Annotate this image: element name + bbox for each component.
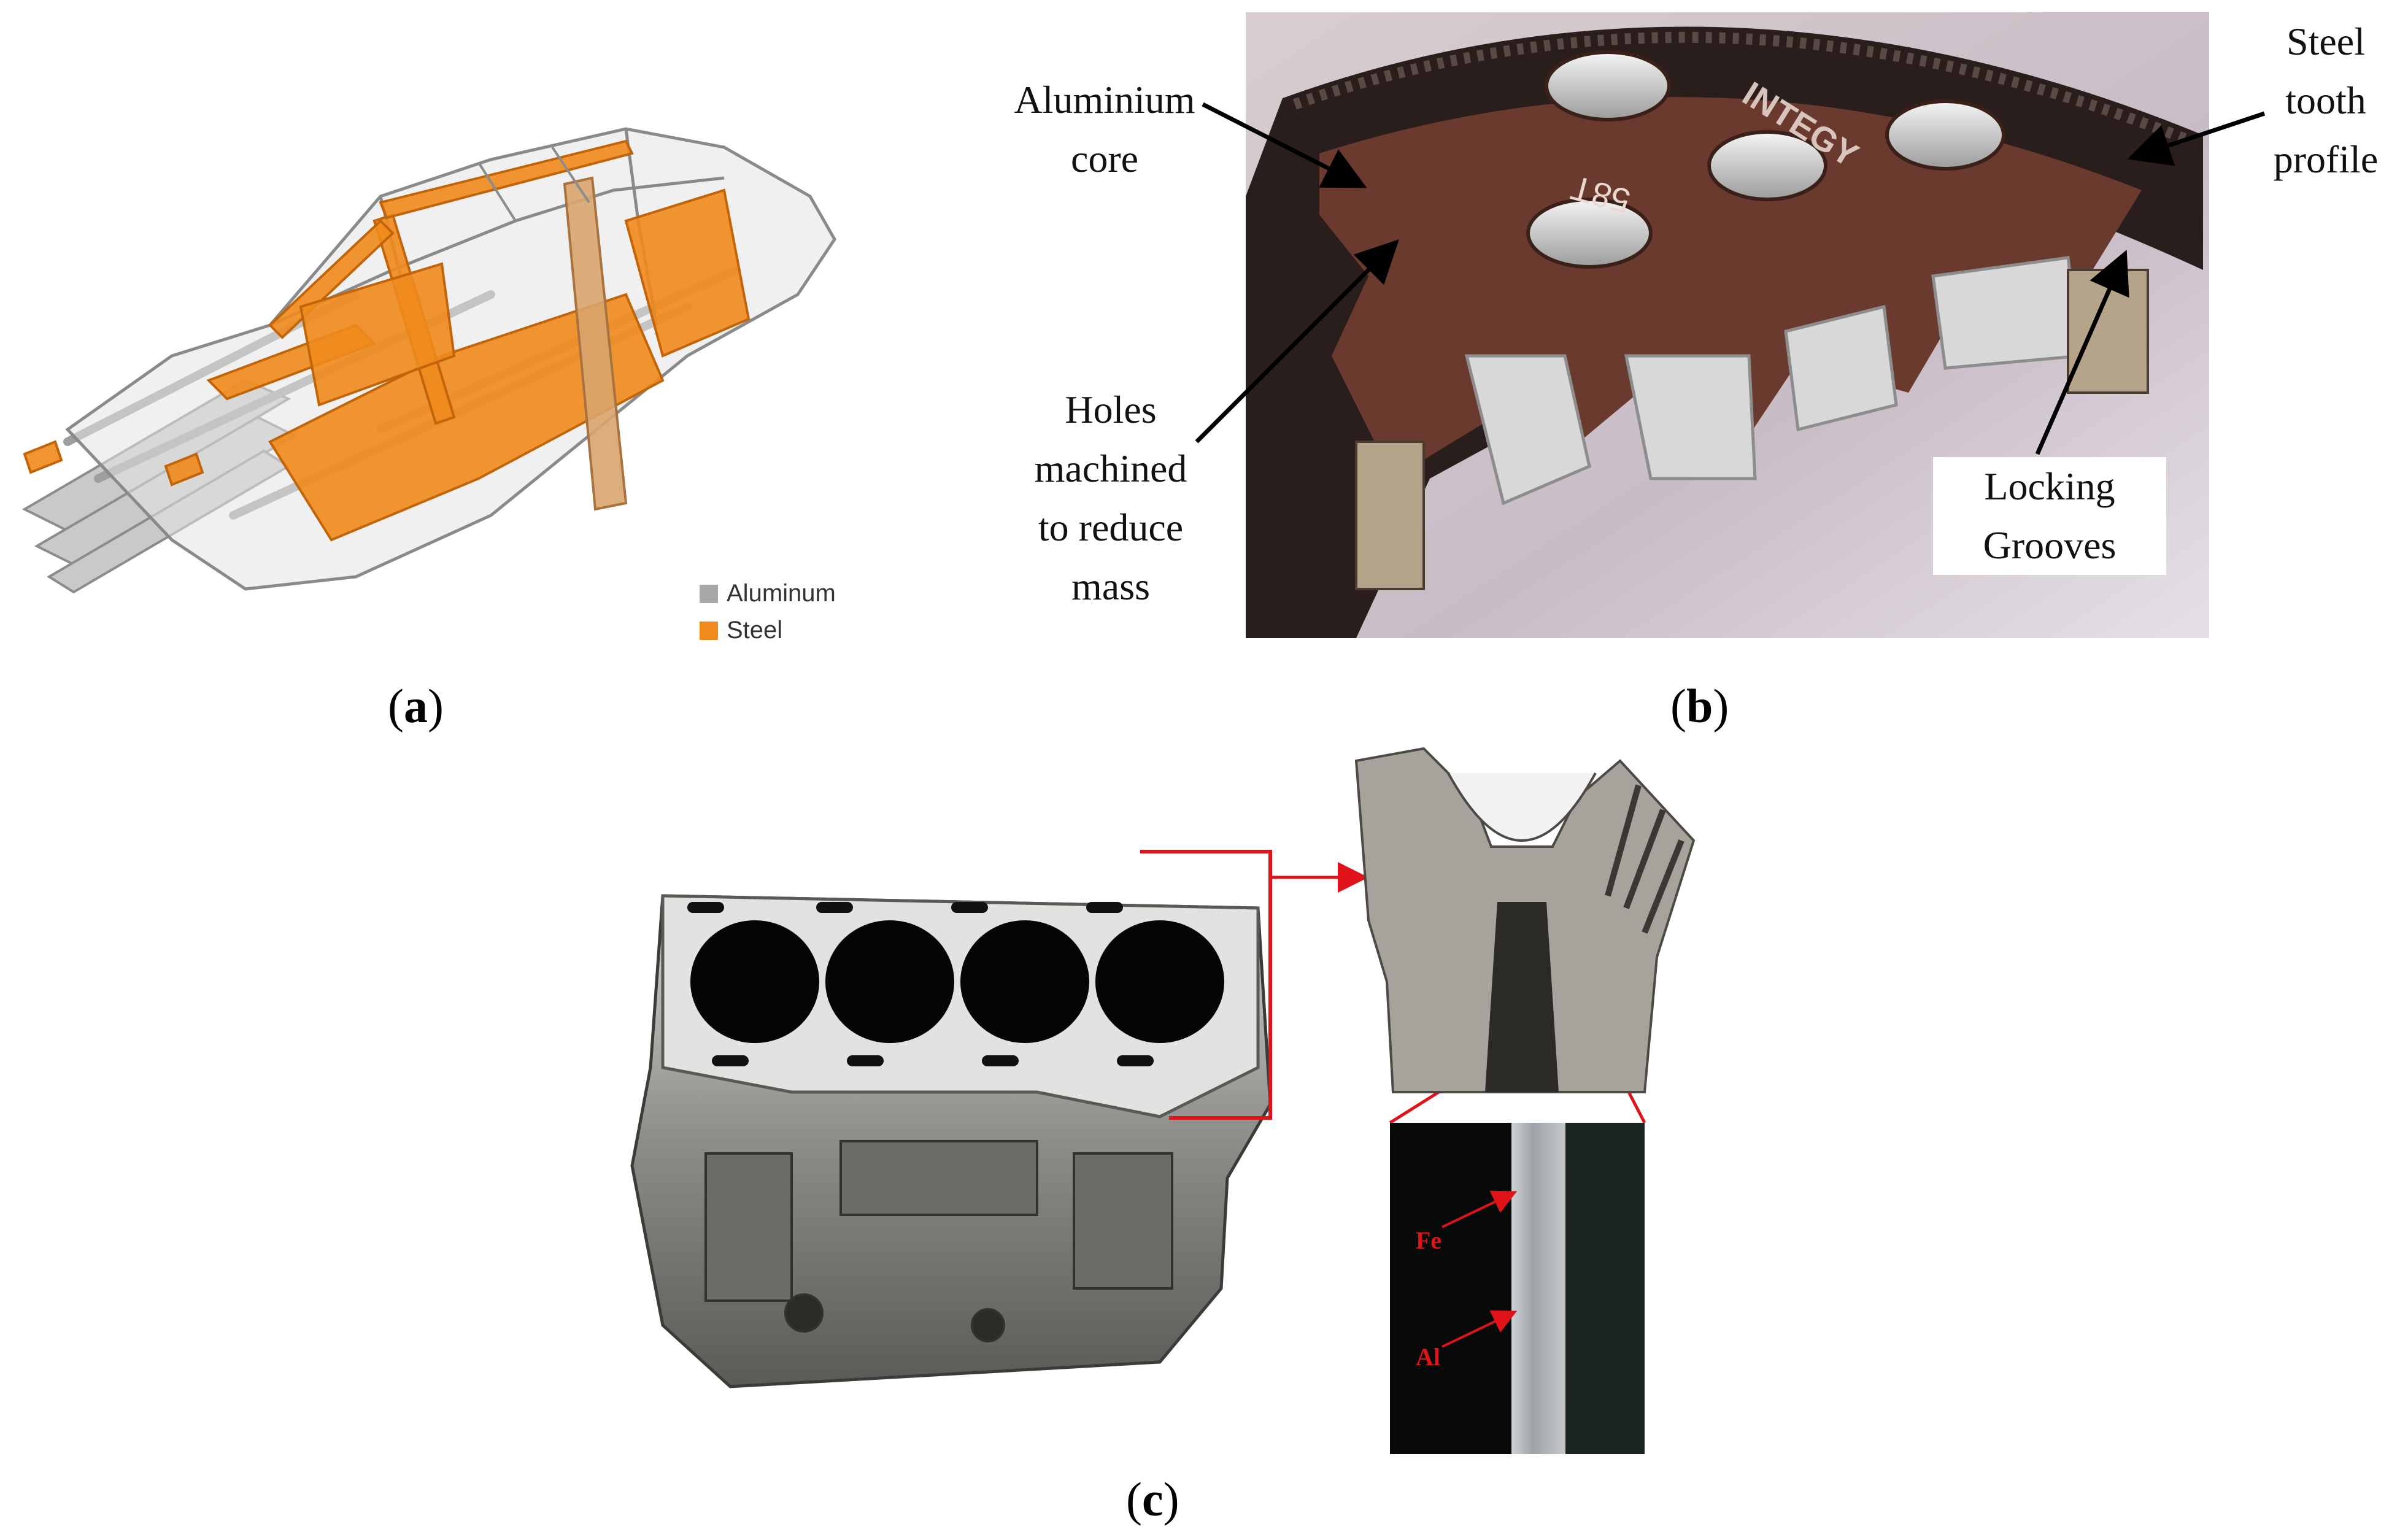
callout-steel-tooth-line2: tooth [2285,79,2366,122]
zoom-box-engine [1140,850,1272,1120]
micro-label-al: Al [1416,1343,1440,1371]
micro-label-fe: Fe [1416,1226,1442,1254]
caption-b-letter: b [1686,679,1713,733]
steel-structure [23,139,751,542]
cross-section-cavity [1485,902,1559,1092]
steel-swatch [700,622,718,640]
legend-label-aluminum: Aluminum [727,580,836,607]
crank-arch [1447,772,1597,842]
arrow-aluminium-core [1202,102,1367,188]
material-legend: Aluminum Steel [700,574,884,653]
ribs [1605,784,1684,934]
gear-photo [1246,12,2209,639]
legend-item-steel: Steel [700,615,884,646]
callout-holes-line2: machined [1034,447,1187,490]
machined-holes [1526,50,2005,269]
coolant-slots [687,902,1154,1066]
engine-block-photo [630,894,1272,1388]
callout-holes: Holes machined to reduce mass [994,380,1227,616]
callout-locking-grooves: Locking Grooves [1933,457,2166,575]
callout-aluminium-core-line2: core [1070,137,1139,180]
car-body-illustration [21,127,836,594]
caption-c-letter: c [1141,1473,1163,1526]
aluminum-swatch [700,585,718,603]
arrow-steel-tooth [2127,111,2266,166]
callout-holes-line3: to reduce [1038,506,1184,549]
micrograph-dark-zone [1565,1123,1645,1454]
steel-tooth-blocks [1355,269,2149,590]
callout-holes-line1: Holes [1065,388,1157,431]
caption-b: (b) [1670,679,1729,733]
callout-holes-line4: mass [1071,564,1150,608]
caption-c: (c) [1126,1473,1179,1526]
callout-steel-tooth-line3: profile [2273,137,2379,181]
block-cross-section-photo [1354,747,1696,1093]
callout-steel-tooth-line1: Steel [2286,20,2365,63]
caption-a: (a) [388,679,444,733]
cylinder-bores [690,920,1224,1043]
callout-aluminium-core-line1: Aluminium [1014,78,1195,121]
micro-arrows [1441,1190,1518,1348]
callout-steel-tooth: Steel tooth profile [2246,12,2406,189]
roof-bows [477,146,590,222]
tooth-profile [1293,31,2193,147]
micrograph-inset: Fe Al [1390,1123,1645,1454]
callout-locking-line1: Locking [1984,464,2115,508]
legend-label-steel: Steel [727,617,783,644]
caption-a-letter: a [403,679,428,733]
micro-arrow-al [1441,1310,1518,1348]
micrograph-steel-liner [1511,1123,1565,1454]
arrow-locking-grooves [2035,250,2129,455]
callout-aluminium-core: Aluminium core [982,71,1227,188]
callout-locking-line2: Grooves [1983,523,2117,567]
legend-item-aluminum: Aluminum [700,579,884,609]
micro-arrow-fe [1441,1190,1518,1228]
crankcase-details [704,1140,1173,1342]
arrow-holes [1195,239,1399,444]
aluminium-core-walls [1464,256,2082,506]
